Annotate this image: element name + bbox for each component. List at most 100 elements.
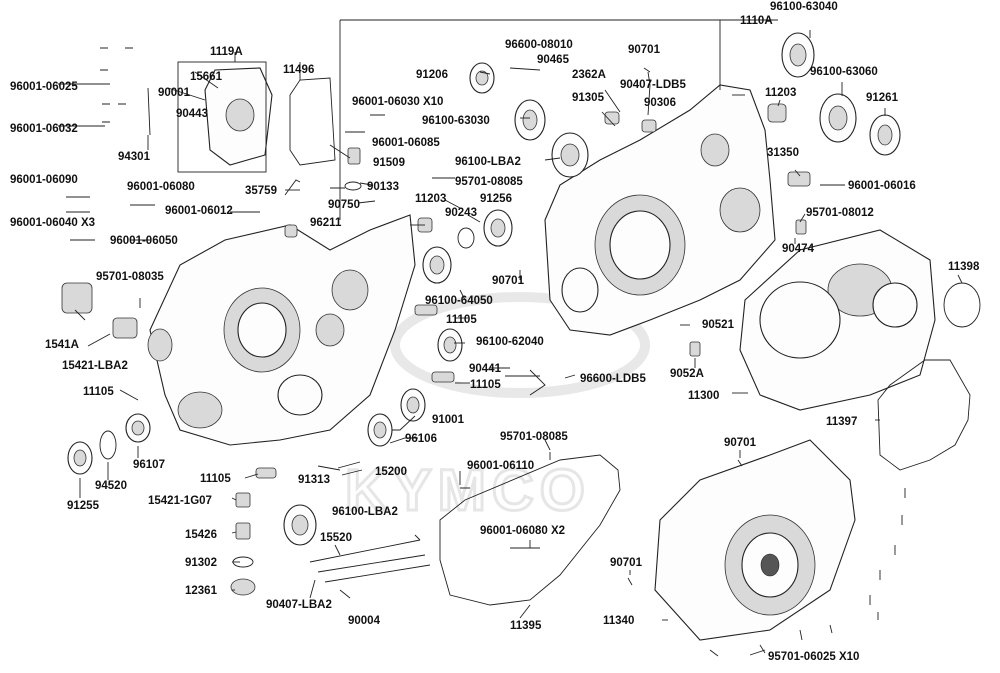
part-label-15520: 15520 bbox=[320, 532, 352, 544]
part-label-94301: 94301 bbox=[118, 151, 151, 163]
part-label-11397: 11397 bbox=[826, 416, 857, 428]
part-label-91206: 91206 bbox=[416, 69, 448, 81]
small-parts bbox=[61, 103, 811, 596]
part-label-90521: 90521 bbox=[702, 319, 735, 331]
part-label-91302: 91302 bbox=[185, 557, 217, 569]
part-label-96106: 96106 bbox=[405, 433, 437, 445]
part-label-96100-lba2-b: 96100-LBA2 bbox=[332, 506, 398, 518]
part-label-96100-lba2: 96100-LBA2 bbox=[455, 156, 521, 168]
part-label-96001-06032: 96001-06032 bbox=[10, 123, 78, 135]
part-label-96001-06012: 96001-06012 bbox=[165, 205, 233, 217]
part-label-96100-64050: 96100-64050 bbox=[425, 295, 493, 307]
part-labels: 96100-63040 1110A 96600-08010 90701 1119A 114… bbox=[10, 1, 980, 663]
part-label-94520: 94520 bbox=[95, 480, 127, 492]
part-label-91256: 91256 bbox=[480, 193, 512, 205]
part-label-15200: 15200 bbox=[375, 466, 407, 478]
part-label-15661: 15661 bbox=[190, 71, 223, 83]
part-label-90004: 90004 bbox=[348, 615, 381, 627]
part-label-11398: 11398 bbox=[948, 261, 980, 273]
o-ring-11398 bbox=[943, 282, 981, 328]
gasket-11397 bbox=[877, 359, 971, 471]
part-label-96001-06090: 96001-06090 bbox=[10, 174, 78, 186]
part-label-90407-ldb5: 90407-LDB5 bbox=[620, 79, 686, 91]
part-label-1541a: 1541A bbox=[45, 339, 79, 351]
part-label-12361: 12361 bbox=[185, 585, 218, 597]
part-label-90001: 90001 bbox=[158, 87, 191, 99]
inner-clutch-cover bbox=[739, 229, 936, 411]
part-label-11300: 11300 bbox=[688, 390, 719, 402]
part-label-11105-d: 11105 bbox=[200, 473, 231, 485]
part-label-96100-63030: 96100-63030 bbox=[422, 115, 490, 127]
part-label-11105-b: 11105 bbox=[470, 379, 501, 391]
part-label-96001-06110: 96001-06110 bbox=[467, 460, 534, 472]
kymco-watermark: KYMCO bbox=[344, 292, 650, 525]
part-label-90443: 90443 bbox=[176, 108, 208, 120]
part-label-90701-a: 90701 bbox=[628, 44, 661, 56]
leader-lines bbox=[58, 19, 963, 656]
part-label-96001-06085: 96001-06085 bbox=[372, 137, 440, 149]
part-label-90474: 90474 bbox=[782, 243, 815, 255]
part-label-91001: 91001 bbox=[432, 414, 465, 426]
gasket-11496 bbox=[289, 77, 336, 166]
part-label-90701-b: 90701 bbox=[492, 275, 525, 287]
part-label-11105-c: 11105 bbox=[83, 386, 114, 398]
part-label-1119a: 1119A bbox=[210, 46, 243, 58]
part-label-11203-b: 11203 bbox=[415, 193, 446, 205]
outer-clutch-cover bbox=[654, 439, 856, 641]
part-label-90701-d: 90701 bbox=[610, 557, 643, 569]
part-label-95701-08085-a: 95701-08085 bbox=[455, 176, 523, 188]
part-label-91509: 91509 bbox=[373, 157, 405, 169]
part-label-90441: 90441 bbox=[469, 363, 502, 375]
part-label-31350: 31350 bbox=[767, 147, 799, 159]
part-label-96001-06050: 96001-06050 bbox=[110, 235, 178, 247]
part-label-96100-63040: 96100-63040 bbox=[770, 1, 838, 13]
part-label-11105-a: 11105 bbox=[446, 314, 477, 326]
part-label-95701-08012: 95701-08012 bbox=[806, 207, 874, 219]
part-label-91255: 91255 bbox=[67, 500, 100, 512]
part-label-91313: 91313 bbox=[298, 474, 330, 486]
bolts bbox=[66, 47, 906, 657]
part-label-90243: 90243 bbox=[445, 207, 477, 219]
part-label-11203-a: 11203 bbox=[765, 87, 796, 99]
watermark-text: KYMCO bbox=[345, 458, 591, 523]
part-label-90701-c: 90701 bbox=[724, 437, 757, 449]
part-label-95701-06025-x10: 95701-06025 X10 bbox=[768, 651, 859, 663]
part-label-35759: 35759 bbox=[245, 185, 277, 197]
part-label-96001-06040-x3: 96001-06040 X3 bbox=[10, 217, 95, 229]
part-label-95701-08035: 95701-08035 bbox=[96, 271, 164, 283]
part-label-15421-lba2: 15421-LBA2 bbox=[62, 360, 128, 372]
part-label-96001-06016: 96001-06016 bbox=[848, 180, 916, 192]
part-label-2362a: 2362A bbox=[572, 69, 606, 81]
part-label-96107: 96107 bbox=[133, 459, 165, 471]
gasket-11395 bbox=[439, 454, 621, 606]
part-label-96001-06080: 96001-06080 bbox=[127, 181, 195, 193]
part-label-96600-08010: 96600-08010 bbox=[505, 39, 573, 51]
cover-1119a bbox=[177, 61, 273, 173]
part-label-11395: 11395 bbox=[510, 620, 542, 632]
part-label-96001-06025: 96001-06025 bbox=[10, 81, 78, 93]
part-label-95701-08085-b: 95701-08085 bbox=[500, 431, 568, 443]
part-label-96100-62040: 96100-62040 bbox=[476, 336, 544, 348]
part-label-91305: 91305 bbox=[572, 92, 605, 104]
part-label-96211: 96211 bbox=[310, 217, 342, 229]
part-label-15421-1g07: 15421-1G07 bbox=[148, 495, 212, 507]
part-label-96001-06080-x2: 96001-06080 X2 bbox=[480, 525, 565, 537]
right-crankcase bbox=[544, 84, 776, 336]
part-label-11496: 11496 bbox=[283, 64, 314, 76]
part-label-1110a: 1110A bbox=[740, 15, 773, 27]
part-label-90306: 90306 bbox=[644, 97, 676, 109]
part-label-96001-06030-x10: 96001-06030 X10 bbox=[352, 96, 443, 108]
part-label-90465: 90465 bbox=[537, 54, 570, 66]
left-crankcase bbox=[147, 214, 416, 446]
part-label-96600-ldb5: 96600-LDB5 bbox=[580, 373, 646, 385]
part-label-9052a: 9052A bbox=[670, 368, 704, 380]
part-label-15426: 15426 bbox=[185, 529, 217, 541]
part-label-91261: 91261 bbox=[866, 92, 899, 104]
part-label-96100-63060: 96100-63060 bbox=[810, 66, 878, 78]
part-label-90407-lba2: 90407-LBA2 bbox=[266, 599, 332, 611]
part-label-90750: 90750 bbox=[328, 199, 360, 211]
bearings bbox=[67, 32, 901, 546]
part-label-11340: 11340 bbox=[603, 615, 634, 627]
part-label-90133: 90133 bbox=[367, 181, 399, 193]
